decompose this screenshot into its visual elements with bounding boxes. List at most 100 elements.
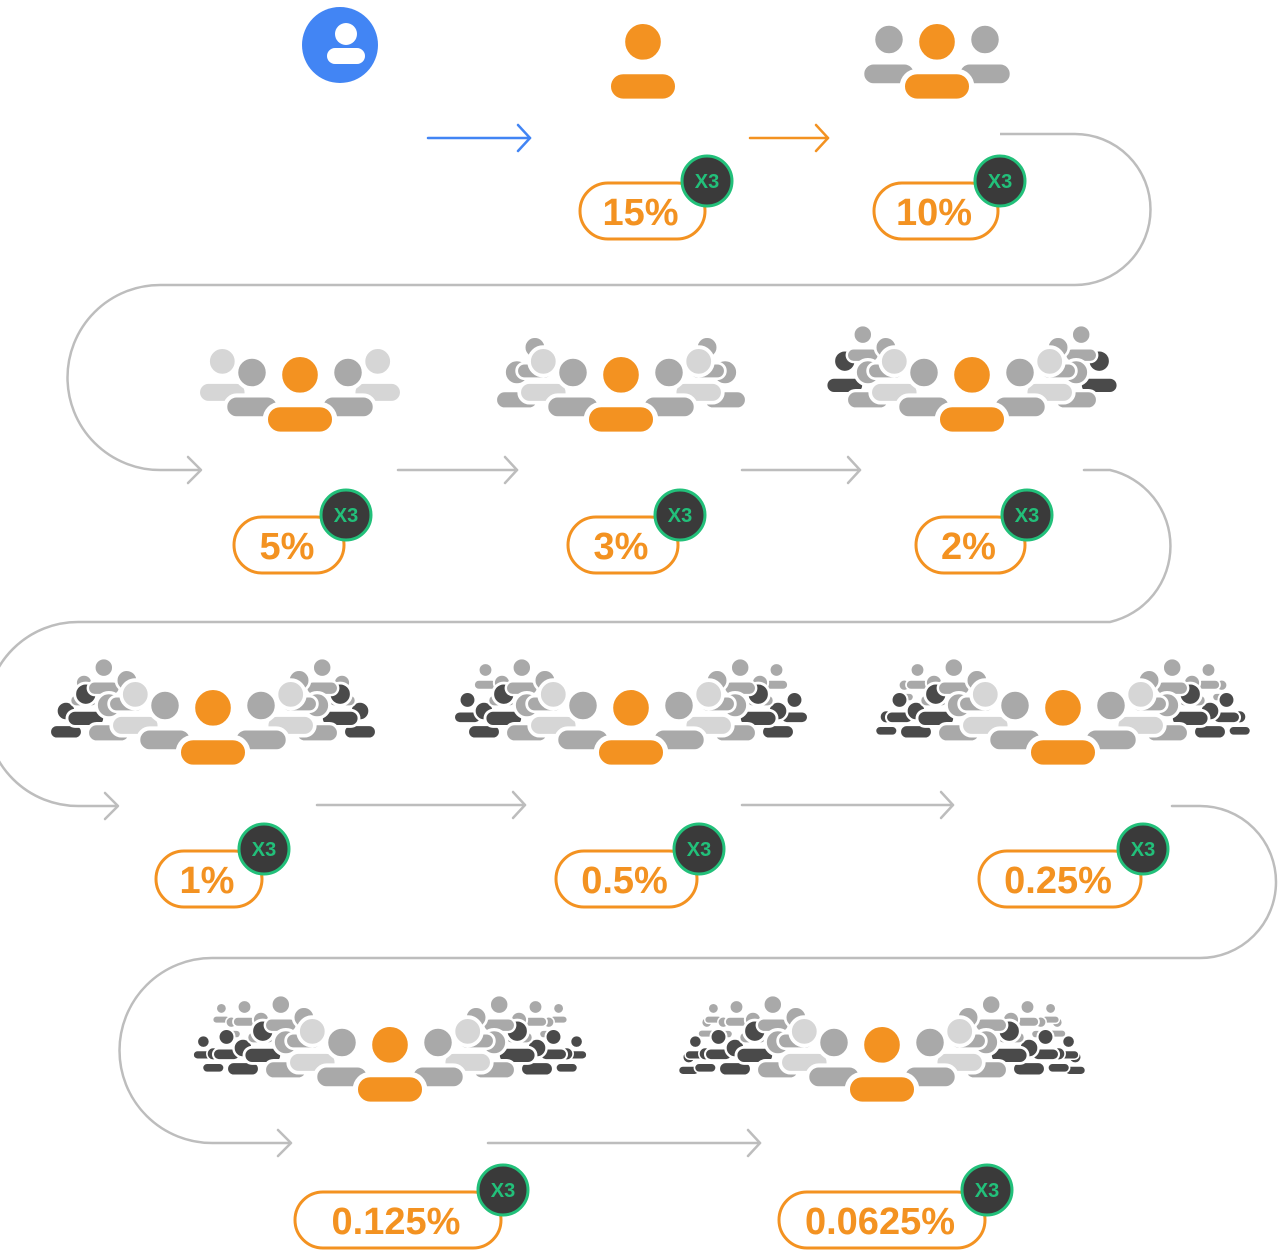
crowd-person: [232, 999, 257, 1028]
multiplier-badge: X3: [973, 154, 1027, 208]
crowd-person: [86, 656, 122, 697]
level-pill-level-1: 15%X3: [578, 154, 734, 241]
percentage-label: 5%: [260, 526, 315, 568]
pill-outline: [777, 1190, 987, 1250]
multiplier-label: X3: [491, 1180, 515, 1202]
crowd-person: [905, 662, 930, 691]
multiplier-badge: X3: [1116, 822, 1170, 876]
pill-outline: [232, 515, 346, 575]
crowd-person: [523, 999, 548, 1028]
center-person-icon: [934, 351, 1010, 437]
crowd-level-7: [452, 656, 810, 770]
crowd-person: [755, 993, 791, 1034]
crowd-level-6: [48, 656, 378, 770]
arrow-1: [748, 123, 830, 153]
center-person-icon: [262, 351, 338, 437]
crowd-person: [764, 662, 789, 691]
multiplier-label: X3: [1015, 505, 1039, 527]
crowd-person: [48, 700, 84, 740]
crowd-person: [868, 345, 921, 405]
percentage-label: 10%: [896, 192, 972, 234]
multiplier-badge: X3: [476, 1163, 530, 1217]
multiplier-badge: X3: [319, 488, 373, 542]
pill-outline: [914, 515, 1027, 575]
pill-outline: [154, 849, 264, 909]
curve-row-2: [0, 468, 1172, 808]
percentage-label: 0.125%: [332, 1201, 461, 1243]
crowd-person: [196, 345, 249, 405]
crowd-level-10: [677, 993, 1087, 1107]
center-person-icon: [352, 1021, 428, 1107]
crowd-level-4: [493, 335, 749, 437]
multiplier-badge: X3: [672, 822, 726, 876]
arrow-row-2-a: [396, 455, 519, 485]
crowd-person: [1063, 323, 1099, 364]
arrow-row-3-a: [315, 790, 527, 820]
crowd-level-9: [192, 993, 588, 1107]
multiplier-label: X3: [334, 505, 358, 527]
crowd-person: [973, 993, 1009, 1034]
level-pill-level-7: 0.5%X3: [554, 822, 726, 909]
multiplier-label: X3: [668, 505, 692, 527]
percentage-label: 15%: [602, 192, 678, 234]
crowd-person: [722, 656, 758, 697]
multiplier-badge: X3: [237, 822, 291, 876]
center-person-icon: [1025, 684, 1101, 770]
arrow-row-4: [486, 1128, 762, 1158]
crowd-person: [351, 345, 404, 405]
multiplier-label: X3: [988, 171, 1012, 193]
arrow-row-3-b: [740, 790, 955, 820]
percentage-label: 3%: [594, 526, 649, 568]
pill-outline: [977, 849, 1143, 909]
crowd-level-2: [860, 18, 1014, 104]
level-pill-level-3: 5% X3: [232, 488, 373, 575]
arrow-row-2-b: [740, 455, 862, 485]
multiplier-badge: X3: [960, 1163, 1014, 1217]
crowd-person: [441, 1015, 494, 1075]
center-person-icon: [605, 18, 681, 104]
curve-row-1: [66, 132, 1152, 472]
crowd-person: [264, 678, 317, 738]
crowd-person: [956, 21, 1014, 88]
crowd-level-3: [196, 345, 404, 437]
center-person-icon: [899, 18, 975, 104]
center-person-icon: [844, 1021, 920, 1107]
crowd-level-1: [605, 18, 681, 104]
pill-outline: [566, 515, 680, 575]
crowd-person: [504, 656, 540, 697]
pill-outline: [293, 1190, 503, 1250]
crowd-person: [211, 1027, 242, 1062]
level-pill-level-10: 0.0625% X3: [777, 1163, 1014, 1250]
multiplier-label: X3: [687, 839, 711, 861]
curve-row-3-arrowhead: [276, 1128, 293, 1158]
multiplier-badge: X3: [680, 154, 734, 208]
pill-outline: [872, 181, 1000, 241]
crowd-person: [1154, 656, 1190, 697]
crowd-person: [933, 1015, 986, 1075]
crowd-person: [936, 656, 972, 697]
multiplier-badge: X3: [1000, 488, 1054, 542]
percentage-label: 1%: [180, 860, 235, 902]
percentage-layer: 15%X310%X35%X33%X32%X31%X30.5%X30.25%X30…: [154, 154, 1170, 1250]
crowd-person: [1114, 678, 1167, 738]
percentage-label: 0.0625%: [805, 1201, 955, 1243]
level-pill-level-6: 1%X3: [154, 822, 291, 909]
crowd-level-5: [824, 323, 1120, 437]
crowd-person: [724, 999, 749, 1028]
arrow-start: [426, 123, 532, 153]
user-avatar-icon: [302, 7, 378, 83]
percentage-label: 0.25%: [1004, 860, 1112, 902]
crowd-layer: [48, 18, 1252, 1107]
pill-outline: [578, 181, 707, 241]
crowd-person: [1023, 345, 1076, 405]
center-person-icon: [175, 684, 251, 770]
curve-row-1-arrowhead: [186, 455, 203, 485]
pill-outline: [554, 849, 699, 909]
level-pill-level-9: 0.125% X3: [293, 1163, 530, 1250]
crowd-person: [304, 656, 340, 697]
multiplier-label: X3: [975, 1180, 999, 1202]
curve-row-2-arrowhead: [103, 791, 120, 821]
crowd-person: [845, 323, 881, 364]
crowd-person: [778, 1015, 831, 1075]
